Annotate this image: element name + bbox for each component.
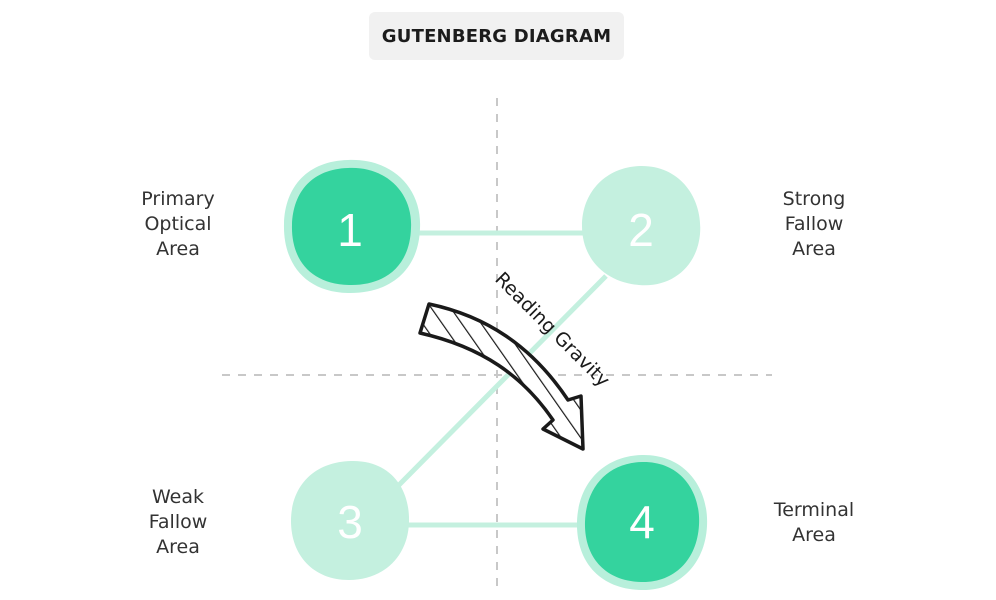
area-2-fill [582, 165, 701, 286]
area-2-blob: 2 [582, 165, 701, 286]
area-1-label: Primary Optical Area [141, 188, 215, 260]
area-1-fill [291, 167, 412, 286]
area-2-number: 2 [628, 204, 654, 256]
connector-2-3 [394, 274, 608, 490]
area-4-label: Terminal Area [773, 499, 855, 546]
diagram-title: GUTENBERG DIAGRAM [369, 12, 624, 60]
area-3-blob: 3 [291, 460, 410, 580]
area-1-blob: 1 [283, 159, 421, 294]
area-4-blob: 4 [576, 454, 708, 591]
area-1-number: 1 [337, 204, 363, 256]
area-4-fill [584, 461, 700, 583]
area-2-label: Strong Fallow Area [782, 188, 846, 260]
area-4-number: 4 [629, 496, 655, 548]
area-3-fill [291, 460, 410, 580]
area-3-label: Weak Fallow Area [148, 486, 208, 558]
reading-gravity-arrow [418, 302, 585, 451]
area-3-number: 3 [337, 496, 363, 548]
